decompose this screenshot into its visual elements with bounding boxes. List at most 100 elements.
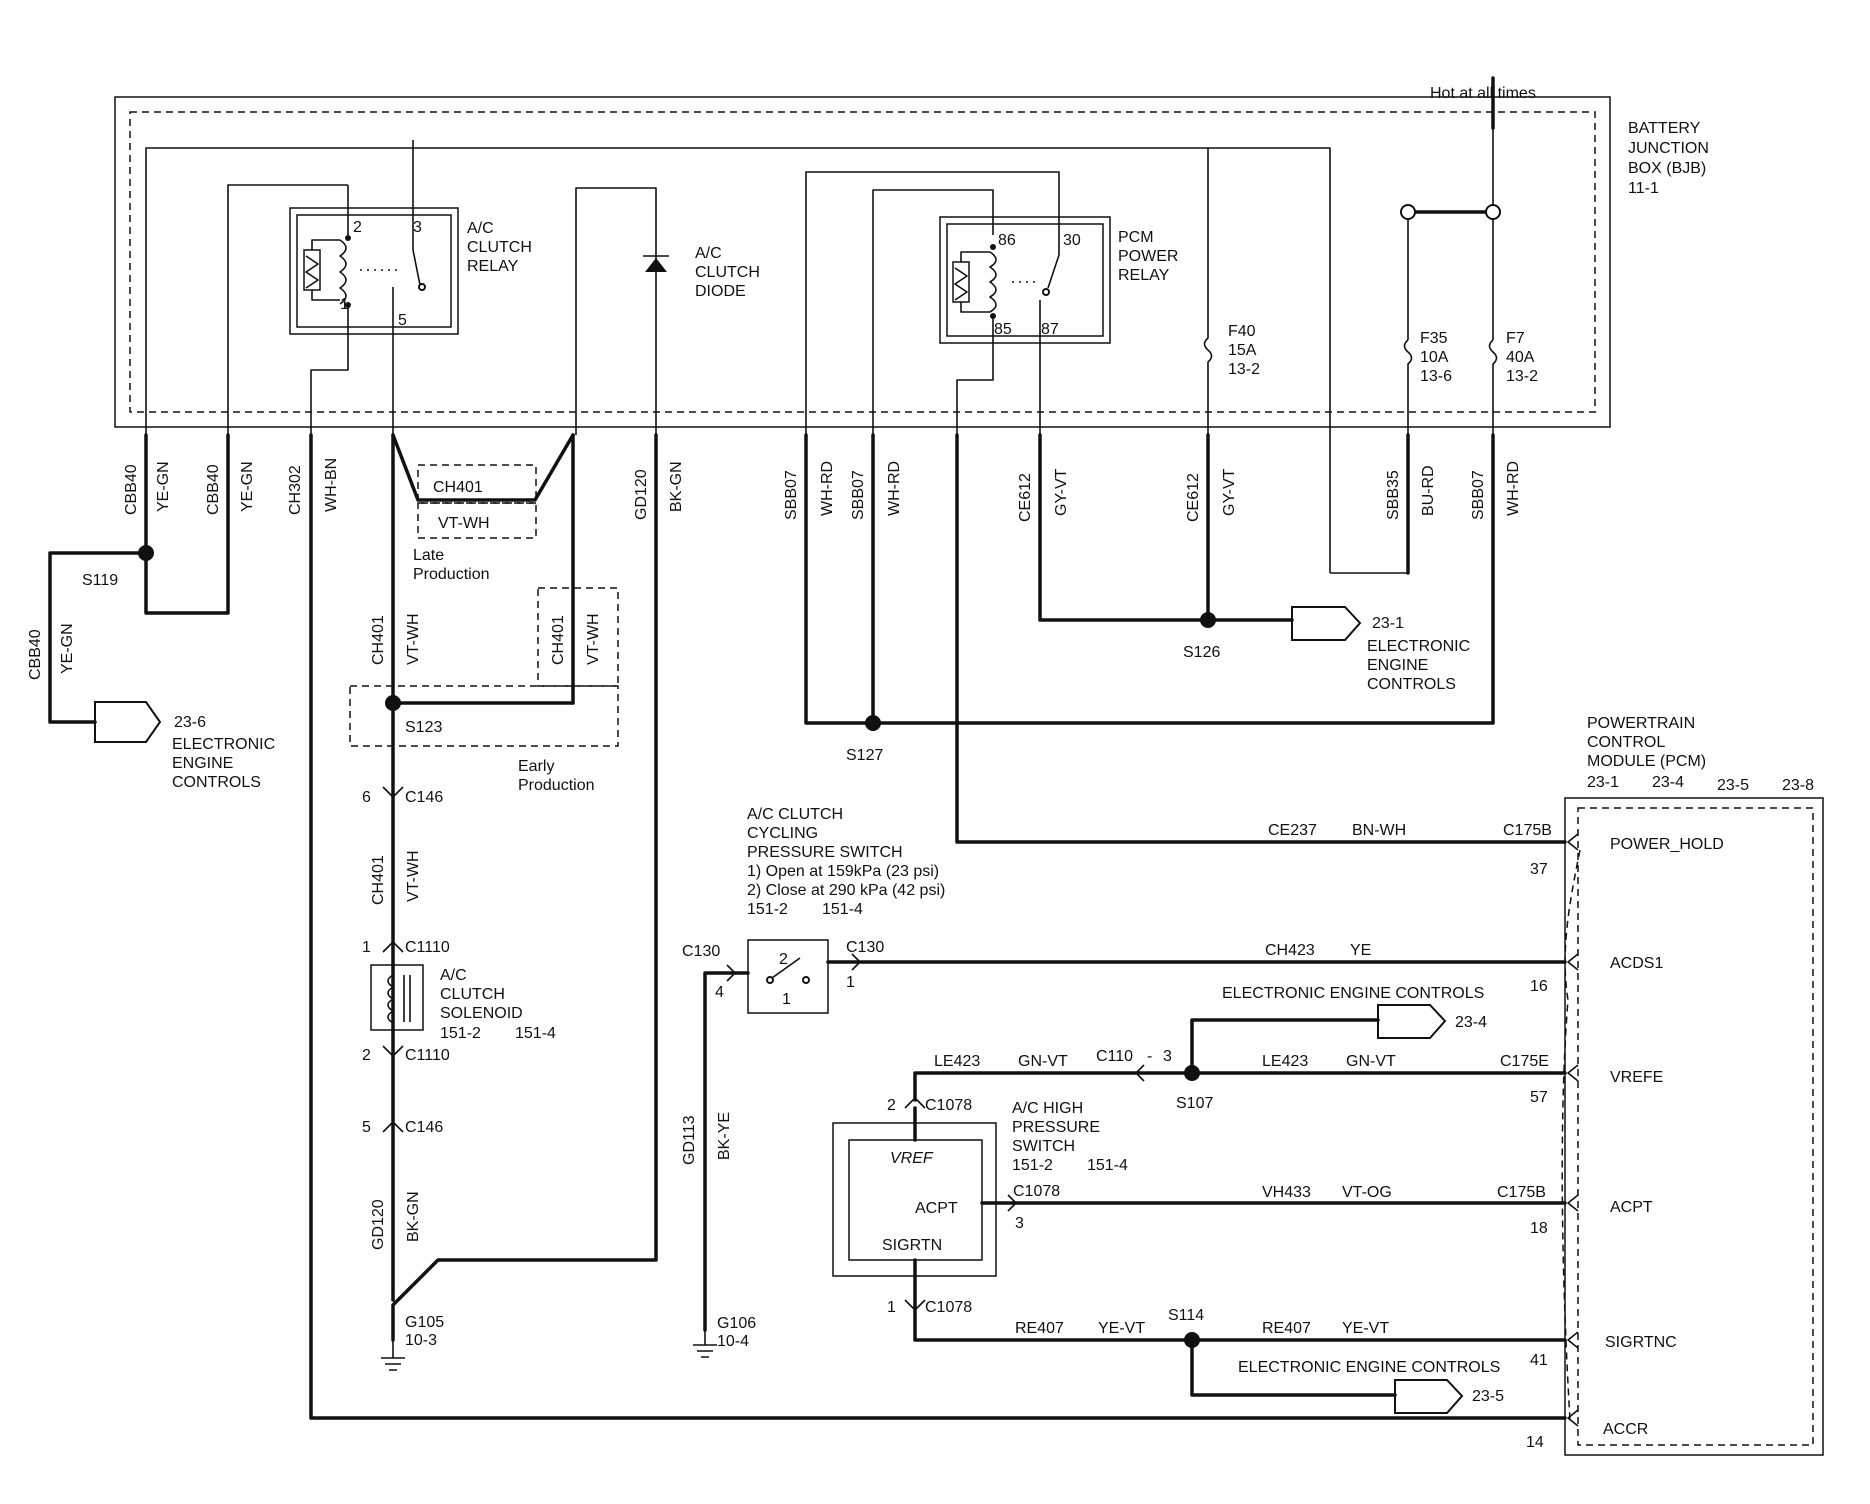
svg-text:CYCLING: CYCLING bbox=[747, 825, 818, 842]
svg-text:ACPT: ACPT bbox=[1610, 1199, 1653, 1216]
svg-text:SOLENOID: SOLENOID bbox=[440, 1005, 523, 1022]
ce612-loop bbox=[1038, 433, 1210, 622]
fuse-f35-icon bbox=[1403, 339, 1413, 435]
ac-clutch-relay-label: A/C CLUTCH RELAY bbox=[467, 220, 532, 275]
svg-text:CONTROL: CONTROL bbox=[1587, 734, 1665, 751]
svg-text:F35: F35 bbox=[1420, 330, 1448, 347]
pcm-relay-86-feed bbox=[872, 189, 994, 435]
splice-s119 bbox=[138, 545, 154, 561]
bk-gn-label-high: BK-GN bbox=[668, 461, 685, 512]
cycling-switch-contact-1 bbox=[766, 976, 774, 984]
c146-connector-icon bbox=[382, 786, 404, 798]
ye-gn-label-3: YE-GN bbox=[59, 623, 76, 674]
svg-text:PRESSURE: PRESSURE bbox=[1012, 1119, 1100, 1136]
bus-node-f7 bbox=[1485, 204, 1501, 220]
svg-text:A/C: A/C bbox=[440, 967, 467, 984]
svg-text:40A: 40A bbox=[1506, 349, 1535, 366]
vt-wh-label-1: VT-WH bbox=[405, 613, 422, 665]
c1078-top-icon bbox=[904, 1097, 926, 1109]
svg-text:57: 57 bbox=[1530, 1089, 1548, 1106]
re407-label-2: RE407 bbox=[1262, 1320, 1311, 1337]
svg-text:ENGINE: ENGINE bbox=[172, 755, 233, 772]
eec-ref-23-5: 23-5 bbox=[1472, 1388, 1504, 1405]
c110-connector-icon bbox=[1135, 1064, 1145, 1082]
svg-text:ELECTRONIC: ELECTRONIC bbox=[1367, 638, 1470, 655]
gd120-label-high: GD120 bbox=[633, 469, 650, 520]
svg-text:VREFE: VREFE bbox=[1610, 1069, 1663, 1086]
cycling-switch-pin1: 1 bbox=[782, 991, 791, 1008]
bus-node-f35 bbox=[1400, 204, 1416, 220]
pcm-ref-23-4: 23-4 bbox=[1652, 774, 1684, 791]
svg-text:15A: 15A bbox=[1228, 342, 1257, 359]
splice-s127 bbox=[865, 715, 881, 731]
eec-connector-23-4 bbox=[1377, 1004, 1447, 1039]
pcm-relay-coil-leads bbox=[960, 251, 990, 313]
pcm-outline bbox=[1564, 797, 1824, 1456]
pcm-power-relay-inner bbox=[946, 223, 1104, 337]
bk-gn-label-low: BK-GN bbox=[405, 1191, 422, 1242]
svg-text:Production: Production bbox=[518, 777, 595, 794]
svg-text:SIGRTNC: SIGRTNC bbox=[1605, 1334, 1677, 1351]
ye-vt-label-1: YE-VT bbox=[1098, 1320, 1145, 1337]
svg-text:CLUTCH: CLUTCH bbox=[695, 264, 760, 281]
gd113-label: GD113 bbox=[681, 1115, 698, 1165]
svg-text:Early: Early bbox=[518, 758, 554, 775]
svg-text:ACDS1: ACDS1 bbox=[1610, 955, 1663, 972]
pcm-ref-23-1: 23-1 bbox=[1587, 774, 1619, 791]
ch302-label: CH302 bbox=[287, 465, 304, 515]
c130-pin-4: 4 bbox=[715, 984, 724, 1001]
c175b-label-2: C175B bbox=[1497, 1184, 1546, 1201]
cbb40-loop bbox=[144, 433, 230, 615]
svg-text:14: 14 bbox=[1526, 1434, 1544, 1451]
bjb-internal-loop-left bbox=[145, 147, 1331, 435]
pcm-power-relay-label: PCM POWER RELAY bbox=[1118, 229, 1178, 284]
relay-coil-leads bbox=[311, 239, 340, 301]
cbb40-label-2: CBB40 bbox=[205, 464, 222, 515]
svg-text:A/C CLUTCH: A/C CLUTCH bbox=[747, 806, 843, 823]
eec-label-23-5: ELECTRONIC ENGINE CONTROLS bbox=[1238, 1359, 1500, 1376]
ground-g105-icon bbox=[381, 1340, 405, 1371]
svg-text:1) Open at 159kPa (23 psi): 1) Open at 159kPa (23 psi) bbox=[747, 863, 939, 880]
vt-wh-label-early: VT-WH bbox=[585, 613, 602, 665]
pcm-relay-pin30-label: 30 bbox=[1063, 232, 1081, 249]
svg-text:POWERTRAIN: POWERTRAIN bbox=[1587, 715, 1695, 732]
sbb07-label-1: SBB07 bbox=[783, 470, 800, 520]
ce237-label: CE237 bbox=[1268, 822, 1317, 839]
solenoid-coil-icon bbox=[387, 974, 394, 1024]
pcm-power-relay-outer bbox=[939, 216, 1111, 344]
relay-pin3-label: 3 bbox=[413, 219, 422, 236]
pcm-resistor-zigzag-icon bbox=[954, 267, 968, 301]
svg-text:RELAY: RELAY bbox=[467, 258, 519, 275]
s107-to-eec-23-4 bbox=[1190, 1018, 1380, 1075]
svg-text:JUNCTION: JUNCTION bbox=[1628, 140, 1709, 157]
svg-text:F40: F40 bbox=[1228, 323, 1256, 340]
c130-left-icon bbox=[726, 964, 736, 982]
bn-wh-label: BN-WH bbox=[1352, 822, 1406, 839]
hps-vref-label: VREF bbox=[890, 1150, 934, 1167]
c110-label: C110 bbox=[1096, 1048, 1133, 1065]
gn-vt-label-1: GN-VT bbox=[1018, 1053, 1068, 1070]
svg-text:151-4: 151-4 bbox=[1087, 1157, 1128, 1174]
eec-ref-23-4: 23-4 bbox=[1455, 1014, 1487, 1031]
relay-pin2-dot bbox=[345, 235, 351, 241]
c130-pin-1: 1 bbox=[846, 974, 855, 991]
relay-pin5-label: 5 bbox=[398, 312, 407, 329]
hps-acpt-label: ACPT bbox=[915, 1200, 958, 1217]
cycling-switch-arm bbox=[771, 957, 801, 979]
c1110-pin-1: 1 bbox=[362, 939, 371, 956]
cbb40-label-1: CBB40 bbox=[123, 464, 140, 515]
ce612-label-2: CE612 bbox=[1185, 473, 1202, 522]
svg-text:PCM: PCM bbox=[1118, 229, 1154, 246]
pcm-relay-pin85-label: 85 bbox=[994, 321, 1012, 338]
cycling-switch-label: A/C CLUTCH CYCLING PRESSURE SWITCH 1) Op… bbox=[747, 806, 945, 918]
c130-label-left: C130 bbox=[682, 943, 720, 960]
gd120-diode-return bbox=[391, 433, 658, 1342]
hot-at-all-times-label: Hot at all times bbox=[1430, 85, 1536, 102]
relay-switch-arm bbox=[412, 249, 421, 286]
svg-text:151-4: 151-4 bbox=[822, 901, 863, 918]
ac-clutch-diode-label: A/C CLUTCH DIODE bbox=[695, 245, 760, 300]
gd113-wire bbox=[703, 971, 750, 1332]
solenoid-core-icon bbox=[403, 975, 411, 1022]
c1078-pin-1: 1 bbox=[887, 1299, 896, 1316]
